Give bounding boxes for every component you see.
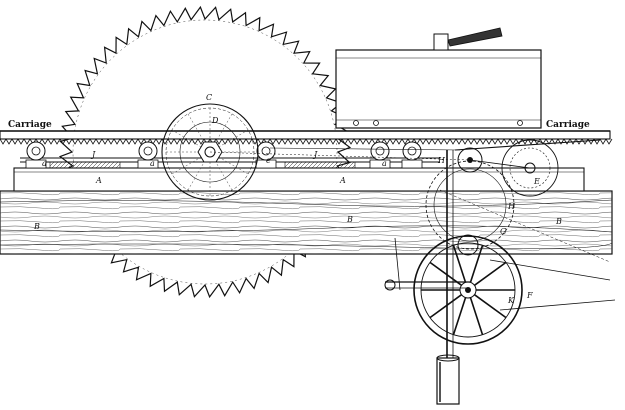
counterweight-rod	[436, 150, 460, 405]
label-carriage-right: Carriage	[546, 120, 590, 130]
label-c: C	[206, 93, 212, 102]
diagram-labels: Carriage Carriage C D E F H K A A B B B …	[8, 93, 590, 305]
label-a3: a	[382, 159, 387, 168]
label-k: K	[507, 296, 515, 305]
label-e-small: e	[266, 156, 271, 165]
lever-arm	[384, 189, 616, 311]
carriage-housing	[335, 27, 542, 129]
label-b-left: B	[33, 222, 40, 231]
wooden-beam	[0, 190, 613, 255]
label-a2: a	[150, 159, 155, 168]
label-a-left: A	[95, 176, 102, 185]
label-b-mid: B	[346, 215, 353, 224]
label-b-right: B	[555, 217, 562, 226]
label-h-small: H	[507, 202, 516, 211]
roller-1	[25, 141, 47, 169]
roller-3	[255, 141, 277, 169]
label-d: D	[211, 116, 219, 125]
label-h: H	[437, 156, 446, 165]
label-a-right: A	[339, 176, 346, 185]
label-a1: a	[42, 159, 47, 168]
roller-5	[401, 141, 423, 169]
flywheel-f	[413, 235, 523, 345]
label-f: F	[526, 291, 533, 300]
roller-4	[369, 141, 391, 169]
label-g: G	[500, 227, 507, 236]
label-carriage-left: Carriage	[8, 120, 52, 130]
roller-2	[137, 141, 159, 169]
circular-saw-blade	[58, 5, 352, 299]
label-j-mid: J	[312, 150, 318, 159]
label-e: E	[533, 177, 540, 186]
label-j-left: J	[90, 150, 96, 159]
carriage-rollers	[25, 141, 423, 169]
linkage-lines	[209, 139, 601, 169]
